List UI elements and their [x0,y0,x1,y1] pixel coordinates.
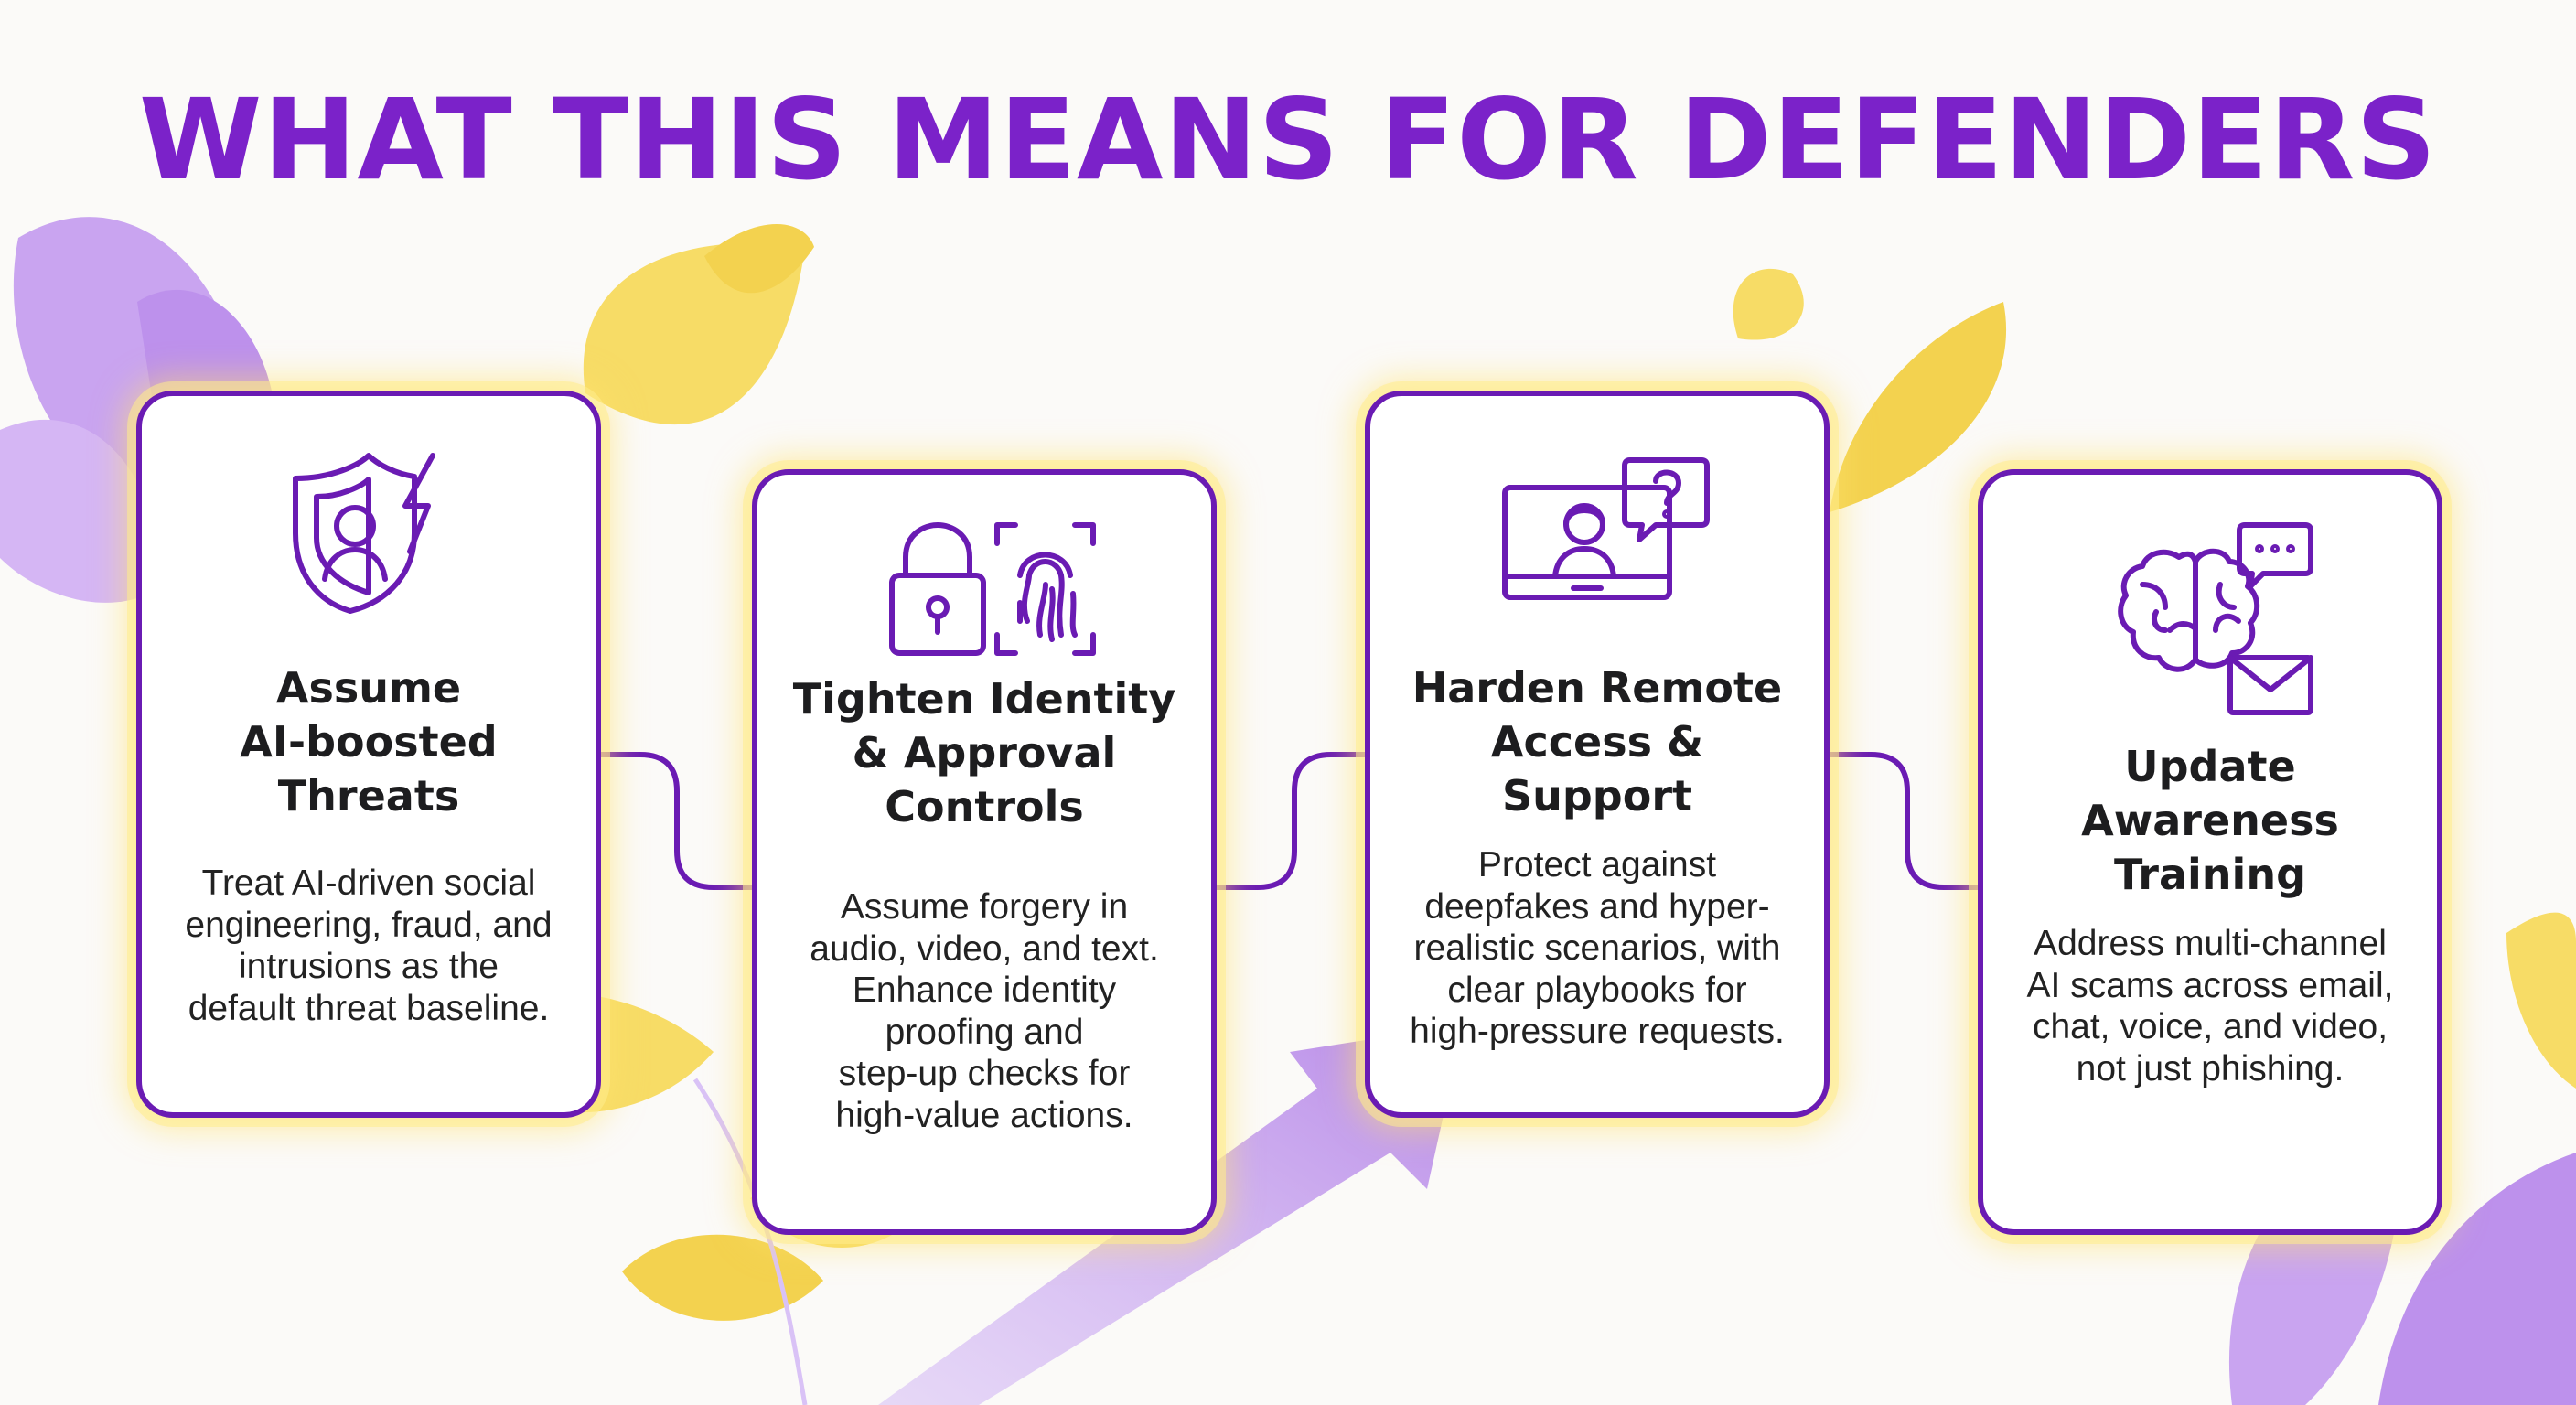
card-update-training: Update Awareness Training Address multi-… [1978,469,2442,1235]
card-body-line: Address multi-channel [2034,924,2387,963]
card-body-line: proofing and [885,1012,1084,1052]
purple-leaf-right [2228,912,2576,1405]
card-assume-threats: Assume AI-boosted Threats Treat AI-drive… [136,391,601,1118]
card-title-line: Controls [885,782,1084,831]
card-title-line: & Approval [852,728,1117,778]
page-title: WHAT THIS MEANS FOR DEFENDERS [138,75,2438,205]
card-body-line: intrusions as the [239,947,499,986]
brain-chat-mail-icon [2115,520,2313,715]
card-body-line: audio, video, and text. [810,928,1159,969]
card-title-line: Harden Remote [1411,663,1783,713]
yellow-leaf-1 [583,224,814,425]
card-body-line: chat, voice, and video, [2032,1007,2388,1046]
card-title-line: Awareness [2081,796,2339,845]
card-body-line: Treat AI-driven social [201,863,536,903]
card-body-line: high-value actions. [835,1095,1133,1135]
card-body-line: not just phishing. [2076,1048,2345,1089]
card-title: Assume AI-boosted Threats [151,661,586,823]
yellow-leaf-3 [1733,268,2007,512]
card-title-line: AI-boosted [240,717,498,767]
card-harden-remote: Harden Remote Access & Support Protect a… [1365,391,1830,1118]
card-title-line: Assume [275,663,462,713]
card-body-line: default threat baseline. [188,988,550,1028]
card-body-line: realistic scenarios, with [1413,928,1781,968]
card-body-line: deepfakes and hyper- [1424,886,1770,927]
card-body-line: step-up checks for [838,1054,1131,1093]
video-call-question-icon [1500,456,1710,611]
card-body-line: engineering, fraud, and [185,905,553,945]
card-title-line: Threats [277,771,460,820]
card-body-line: Assume forgery in [840,887,1129,927]
card-body: Protect against deepfakes and hyper- rea… [1389,844,1806,1053]
card-title-line: Access & [1490,717,1704,767]
card-body-line: Enhance identity [852,971,1117,1010]
card-body-line: high-pressure requests. [1410,1012,1785,1051]
card-body-line: Protect against [1477,845,1717,885]
card-title-line: Training [2113,850,2306,899]
card-tighten-identity: Tighten Identity & Approval Controls Ass… [752,469,1217,1235]
card-title-line: Support [1501,771,1692,820]
card-title: Harden Remote Access & Support [1379,661,1815,823]
padlock-fingerprint-icon [883,520,1097,658]
card-body-line: clear playbooks for [1447,970,1747,1010]
shield-person-lightning-icon [277,451,460,616]
card-connectors [594,752,1980,890]
card-title-line: Update [2124,742,2296,791]
card-body-line: AI scams across email, [2026,965,2394,1005]
card-body: Treat AI-driven social engineering, frau… [160,863,577,1029]
card-title-line: Tighten Identity [792,674,1176,724]
card-body: Address multi-channel AI scams across em… [2002,923,2419,1089]
card-title: Tighten Identity & Approval Controls [767,672,1202,834]
card-body: Assume forgery in audio, video, and text… [776,886,1193,1136]
card-title: Update Awareness Training [1992,740,2428,902]
